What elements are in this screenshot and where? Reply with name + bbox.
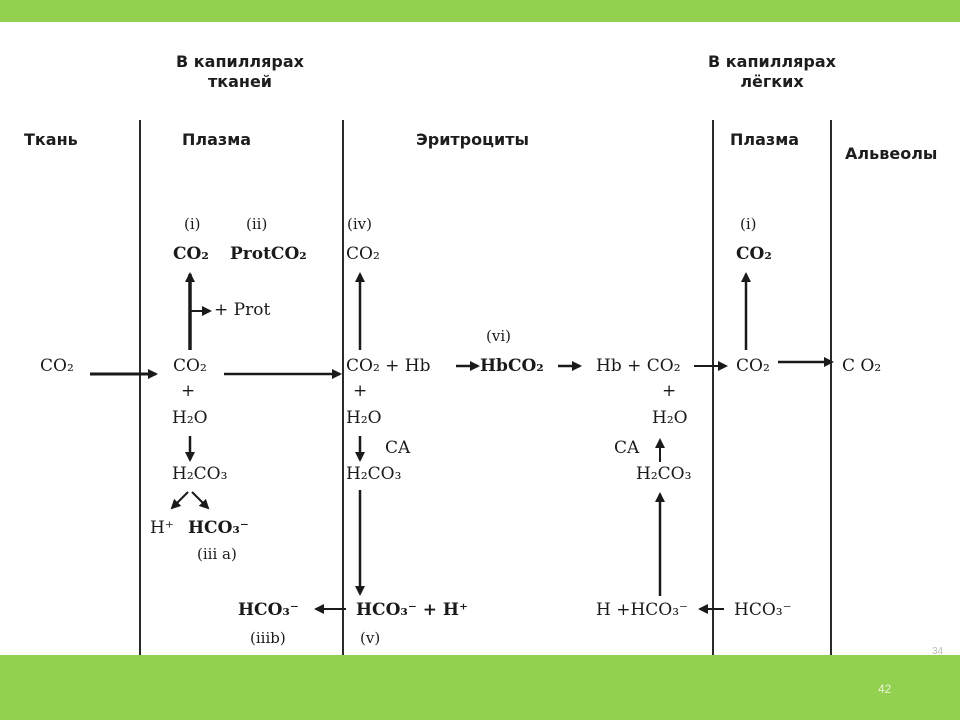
erythrocyte-co2-top: CO₂ xyxy=(346,244,380,264)
boundary-line-erythrocyte-plasma xyxy=(712,120,714,655)
erythrocyte-h2o: H₂O xyxy=(346,408,382,428)
plasma-hco3: HCO₃⁻ xyxy=(188,518,249,538)
protco2: ProtCO₂ xyxy=(230,244,307,264)
plasma-left-heading: Плазма xyxy=(182,130,252,149)
alveoli-co2: C O₂ xyxy=(842,356,882,376)
label-iv: (iv) xyxy=(347,215,372,233)
arrow-split-hco3 xyxy=(191,491,210,510)
arrow-split-h xyxy=(170,491,189,510)
erythrocyte-plus: + xyxy=(353,381,368,401)
tissue-capillaries-heading-line1: В капиллярах xyxy=(176,52,304,71)
boundary-line-tissue-plasma xyxy=(139,120,141,655)
plasma-h2co3: H₂CO₃ xyxy=(172,464,228,484)
label-ii: (ii) xyxy=(246,215,268,233)
alveoli-heading: Альвеолы xyxy=(845,144,938,163)
bottom-accent-bar xyxy=(0,655,960,720)
tissue-heading: Ткань xyxy=(24,130,78,149)
hbco2: HbCO₂ xyxy=(480,356,544,376)
label-iiib: (iiib) xyxy=(250,629,286,647)
tissue-capillaries-heading: В капиллярах тканей xyxy=(150,52,330,92)
tissue-co2: CO₂ xyxy=(40,356,74,376)
corner-page-number: 34 xyxy=(932,646,944,657)
erythrocyte-h-hco3: H +HCO₃⁻ xyxy=(596,600,689,620)
lung-capillaries-heading-line1: В капиллярах xyxy=(708,52,836,71)
erythrocyte-h2o-right: H₂O xyxy=(652,408,688,428)
top-accent-bar xyxy=(0,0,960,22)
plasma-right-hco3: HCO₃⁻ xyxy=(734,600,792,620)
erythrocyte-ca-left: CA xyxy=(385,438,411,458)
tissue-capillaries-heading-line2: тканей xyxy=(207,72,273,91)
plasma-right-heading: Плазма xyxy=(730,130,800,149)
label-i-left: (i) xyxy=(184,215,201,233)
erythrocyte-hb-co2: Hb + CO₂ xyxy=(596,356,681,376)
lung-capillaries-heading: В капиллярах лёгких xyxy=(682,52,862,92)
erythrocyte-hco3-h: HCO₃⁻ + H⁺ xyxy=(356,600,468,620)
plasma-hco3-bottom: HCO₃⁻ xyxy=(238,600,299,620)
label-vi: (vi) xyxy=(486,327,511,345)
erythrocyte-co2-hb: CO₂ + Hb xyxy=(346,356,431,376)
boundary-line-plasma-alveoli xyxy=(830,120,832,655)
erythrocyte-plus-right: + xyxy=(662,381,677,401)
plasma-co2-top: CO₂ xyxy=(173,244,209,264)
plasma-h-plus: H⁺ xyxy=(150,518,174,538)
erythrocyte-ca-right: CA xyxy=(614,438,640,458)
label-iiia: (iii a) xyxy=(197,545,237,563)
plasma-co2: CO₂ xyxy=(173,356,207,376)
plus-prot: + Prot xyxy=(214,300,271,320)
erythrocyte-h2co3: H₂CO₃ xyxy=(346,464,402,484)
plasma-right-co2-top: CO₂ xyxy=(736,244,772,264)
lung-capillaries-heading-line2: лёгких xyxy=(740,72,804,91)
plasma-h2o: H₂O xyxy=(172,408,208,428)
erythrocyte-h2co3-right: H₂CO₃ xyxy=(636,464,692,484)
label-v: (v) xyxy=(360,629,381,647)
slide-number: 42 xyxy=(878,682,892,696)
plasma-right-co2: CO₂ xyxy=(736,356,770,376)
erythrocytes-heading: Эритроциты xyxy=(416,130,529,149)
plasma-plus: + xyxy=(181,381,196,401)
label-i-right: (i) xyxy=(740,215,757,233)
boundary-line-plasma-erythrocyte xyxy=(342,120,344,655)
